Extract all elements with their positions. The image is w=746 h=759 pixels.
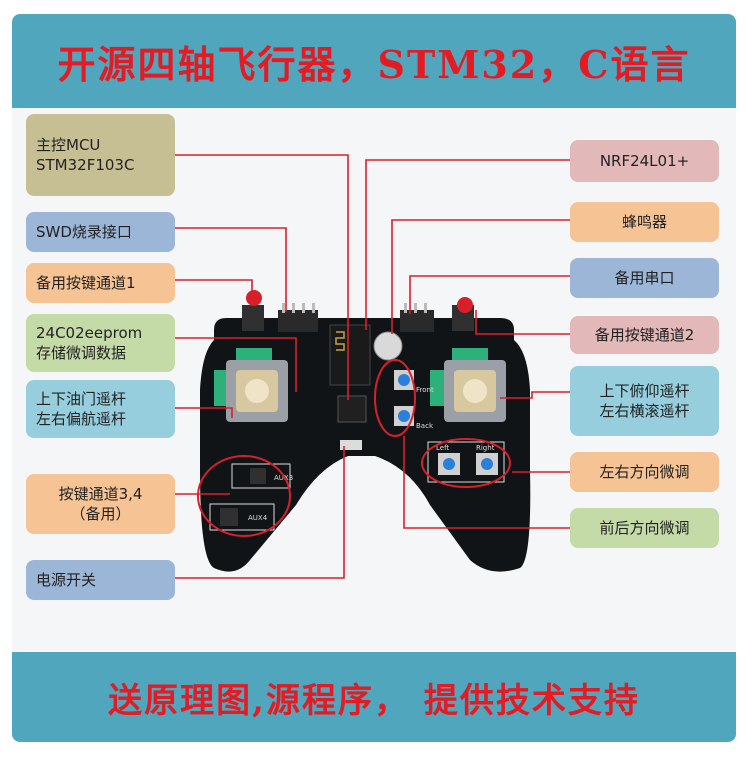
- key34-line2: （备用）: [70, 505, 131, 523]
- left-trim-button: [443, 458, 455, 470]
- label-key2: 备用按键通道2: [570, 316, 719, 354]
- key34-line1: 按键通道3,4: [58, 484, 143, 503]
- back-silk: Back: [416, 422, 434, 430]
- nrf-module: [329, 324, 371, 386]
- lr-trim-text: 左右方向微调: [599, 462, 690, 481]
- label-left-stick: 上下油门遥杆 左右偏航遥杆: [26, 380, 175, 438]
- label-fb-trim: 前后方向微调: [570, 508, 719, 548]
- key2-text: 备用按键通道2: [594, 325, 695, 344]
- mcu-chip: [337, 395, 367, 423]
- back-trim-button: [398, 410, 410, 422]
- right-silk: Right: [476, 444, 495, 452]
- aux4-button: [220, 508, 238, 526]
- label-uart: 备用串口: [570, 258, 719, 298]
- front-silk: Front: [416, 386, 434, 394]
- aux4-silk: AUX4: [248, 514, 268, 522]
- title-text: 开源四轴飞行器，STM32，C语言: [57, 41, 691, 87]
- label-nrf: NRF24L01+: [570, 140, 719, 182]
- label-mcu: 主控MCU STM32F103C: [26, 114, 175, 196]
- uart-header-pins: [400, 303, 434, 332]
- footer-text: 送原理图,源程序， 提供技术支持: [108, 680, 640, 721]
- key1-text: 备用按键通道1: [36, 273, 136, 292]
- label-key34: 按键通道3,4 （备用）: [26, 474, 175, 534]
- label-lr-trim: 左右方向微调: [570, 452, 719, 492]
- footer-banner: 送原理图,源程序， 提供技术支持: [12, 652, 736, 742]
- right-stick-line2: 左右横滚遥杆: [599, 402, 690, 420]
- aux3-silk: AUX3: [274, 474, 293, 482]
- label-power: 电源开关: [26, 560, 175, 600]
- power-switch: [340, 440, 362, 450]
- label-swd: SWD烧录接口: [26, 212, 175, 252]
- swd-text: SWD烧录接口: [36, 222, 132, 241]
- label-key1: 备用按键通道1: [26, 263, 175, 303]
- label-buzzer: 蜂鸣器: [570, 202, 719, 242]
- right-trim-button: [481, 458, 493, 470]
- left-joystick: [214, 348, 288, 422]
- eeprom-line2: 存储微调数据: [36, 344, 127, 362]
- buzzer: [373, 331, 403, 361]
- swd-header-pins: [278, 303, 318, 332]
- left-stick-line2: 左右偏航遥杆: [36, 410, 127, 428]
- aux3-button: [250, 468, 266, 484]
- left-silk: Left: [436, 444, 449, 452]
- power-text: 电源开关: [36, 570, 97, 589]
- buzzer-text: 蜂鸣器: [621, 212, 667, 231]
- right-stick-line1: 上下俯仰遥杆: [599, 381, 690, 400]
- eeprom-line1: 24C02eeprom: [36, 323, 143, 342]
- mcu-line2: STM32F103C: [36, 156, 135, 174]
- aux1-button: [242, 305, 264, 331]
- title-banner: 开源四轴飞行器，STM32，C语言: [12, 14, 736, 108]
- front-trim-button: [398, 374, 410, 386]
- mcu-line1: 主控MCU: [36, 135, 101, 154]
- leader-lines: [175, 154, 570, 579]
- nrf-text: NRF24L01+: [599, 151, 690, 170]
- highlight-circles: [197, 290, 511, 537]
- right-joystick: [430, 348, 506, 422]
- fb-trim-text: 前后方向微调: [599, 518, 690, 537]
- label-eeprom: 24C02eeprom 存储微调数据: [26, 314, 175, 372]
- left-stick-line1: 上下油门遥杆: [36, 389, 127, 408]
- uart-text: 备用串口: [614, 268, 675, 287]
- label-right-stick: 上下俯仰遥杆 左右横滚遥杆: [570, 366, 719, 436]
